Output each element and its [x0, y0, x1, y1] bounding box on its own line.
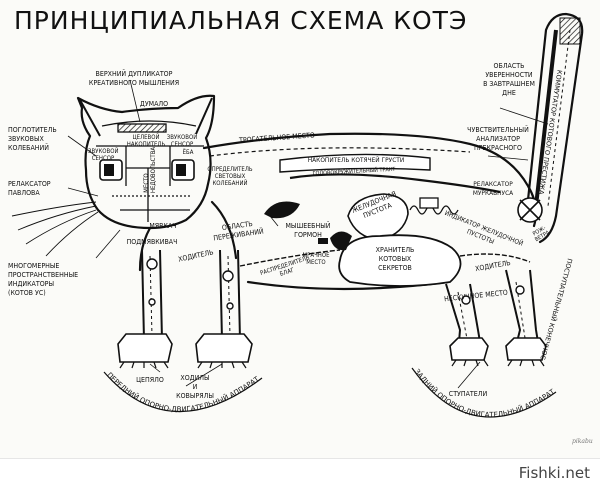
- label-mouse-hormone: МЫШЕЕБНЫЙ ГОРМОН: [285, 222, 331, 239]
- leader-lines: [67, 79, 549, 389]
- secrets-keeper: [338, 234, 462, 287]
- label-yoba: ЁБА: [182, 149, 194, 156]
- label-prestige-switch: КОММУТАТОР КОТОВОГО ПРЕСТИЖА: [537, 69, 564, 195]
- spring-element: [409, 197, 459, 215]
- label-multidim-indicators: МНОГОМЕРНЫЕ ПРОСТРАНСТВЕННЫЕ ИНДИКАТОРЫ …: [8, 262, 79, 297]
- label-sound-absorber: ПОГЛОТИТЕЛЬ ЗВУКОВЫХ КОЛЕБАНИЙ: [8, 126, 57, 152]
- label-rear-apparatus: ЗАДНИЙ ОПОРНО-ДВИГАТЕЛЬНЫЙ АППАРАТ: [413, 368, 557, 419]
- rear-joints: [461, 285, 525, 305]
- label-gloomy-place: МРАЧНОЕ МЕСТО: [302, 252, 330, 266]
- mouse-hormone-block: [318, 231, 352, 251]
- label-target-accumulator: ЦЕЛЕВОЙ НАКОПИТЕЛЬ: [126, 134, 166, 148]
- author-signature: pikabu: [572, 438, 593, 445]
- label-sadness-accumulator: НАКОПИТЕЛЬ КОТЯЧЕЙ ГРУСТИ: [307, 156, 405, 164]
- cat-head: [76, 94, 216, 230]
- digestive-tract: [239, 249, 531, 267]
- rear-support-arc: [411, 367, 557, 418]
- label-walkers-pickers: ХОДИЛЫ И КОВЫРЯЛЫ: [176, 374, 214, 400]
- tail-core: [534, 17, 581, 207]
- label-upper-duplicator: ВЕРХНИЙ ДУПЛИКАТОР КРЕАТИВНОГО МЫШЛЕНИЯ: [88, 70, 180, 87]
- rear-claws: [451, 359, 545, 367]
- ear-right: [195, 97, 213, 135]
- cat-eyes: [99, 159, 195, 181]
- label-dumalo: ДУМАЛО: [139, 100, 169, 108]
- diagram-title: ПРИНЦИПИАЛЬНАЯ СХЕМА КОТЭ: [14, 6, 468, 35]
- front-support-arc: [103, 371, 263, 413]
- label-murkavnus-relaxer: РЕЛАКСАТОР МУРКАВНУСА: [472, 180, 514, 197]
- cat-chest: [138, 226, 152, 272]
- whiskers: [11, 201, 99, 257]
- label-light-determiner: ОПРЕДЕЛИТЕЛЬ СВЕТОВЫХ КОЛЕБАНИЙ: [207, 166, 253, 187]
- grust-accumulator: [279, 153, 431, 173]
- watermark-brand[interactable]: Fishki.net: [518, 464, 590, 482]
- label-cepyalo: ЦЕПЯЛО: [136, 376, 164, 384]
- head-internals: [96, 120, 204, 222]
- cat-ears: [79, 97, 213, 137]
- label-secrets-keeper: ХРАНИТЕЛЬ КОТОВЫХ СЕКРЕТОВ: [375, 246, 415, 272]
- claws: [119, 361, 247, 369]
- support-arcs: [103, 367, 557, 418]
- label-confidence-area: ОБЛАСТЬ УВЕРЕННОСТИ В ЗАВТРАШНЕМ ДНЕ: [483, 62, 535, 97]
- back-dashed-tract: [209, 147, 471, 157]
- label-progressive-limbs: ПОСТУПАТЕЛЬНЫЙ КОНЕЧНОСТИ: [0, 0, 574, 361]
- label-myavkach: МЯВКАЧ: [149, 222, 177, 230]
- label-sound-sensor-right: ЗВУКОВОЙ СЕНСОР: [166, 134, 198, 148]
- label-beauty-analyzer: ЧУВСТВИТЕЛЬНЫЙ АНАЛИЗАТОР ПРЕКРАСНОГО: [467, 126, 529, 152]
- label-podmyavkivach: ПОДМЯВКИВАЧ: [126, 238, 178, 246]
- front-paws: [117, 333, 253, 363]
- golov-tract: [289, 173, 501, 194]
- label-steppers: СТУПАТЕЛИ: [448, 390, 488, 398]
- label-front-apparatus: ПЕРЕДНИЙ ОПОРНО-ДВИГАТЕЛЬНЫЙ АППАРАТ: [105, 371, 261, 414]
- footer-bar: [0, 458, 600, 489]
- back-bump: [264, 201, 300, 219]
- joint-markers: [146, 258, 234, 310]
- prestige-switch: [517, 197, 543, 223]
- rear-paws: [449, 337, 547, 361]
- ear-left: [79, 99, 101, 137]
- label-pavlov-relaxer: РЕЛАКСАТОР ПАВЛОВА: [8, 180, 51, 197]
- label-sound-sensor-left: ЗВУКОВОЙ СЕНСОР: [88, 148, 119, 162]
- cat-back: [202, 132, 538, 228]
